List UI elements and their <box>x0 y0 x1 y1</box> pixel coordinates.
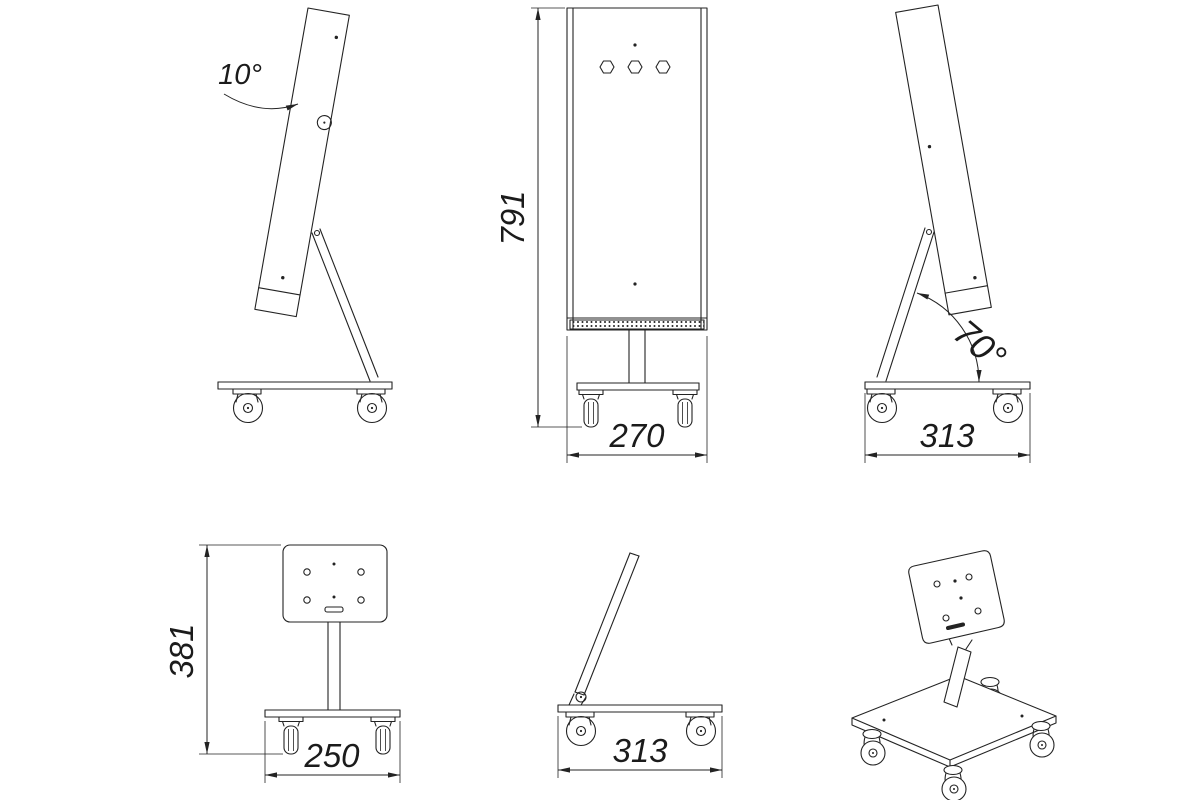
view-side-right: 70° 313 <box>864 4 1031 463</box>
base-plate-side <box>864 381 1031 390</box>
view-isometric <box>851 550 1057 800</box>
support-strut <box>876 227 935 382</box>
view-stand-rear: 381 250 <box>163 544 401 783</box>
stand-height-label: 381 <box>163 623 200 678</box>
caster-icon <box>866 388 898 424</box>
base-depth-label: 313 <box>612 732 668 769</box>
base-plate-iso <box>851 675 1057 768</box>
column-rear <box>327 621 341 711</box>
view-stand-side: 313 <box>557 552 723 778</box>
caster-icon <box>1029 720 1055 758</box>
column-front <box>628 329 646 384</box>
caster-icon <box>685 711 717 747</box>
caster-icon <box>578 389 604 428</box>
caster-icon <box>278 716 304 755</box>
tilt-angle-label: 10° <box>218 59 262 91</box>
view-side-left: 10° <box>217 7 393 424</box>
base-plate-side <box>217 381 393 390</box>
height-dimension-label: 791 <box>494 190 531 245</box>
caster-icon <box>992 388 1024 424</box>
caster-icon <box>672 389 698 428</box>
vesa-plate-side <box>568 552 640 706</box>
depth-dimension: 313 <box>864 393 1031 463</box>
base-plate-front <box>576 382 700 391</box>
base-depth-dimension: 313 <box>557 716 723 778</box>
base-width-dimension: 250 <box>264 721 401 783</box>
caster-icon <box>565 711 597 747</box>
base-plate-side <box>557 704 723 713</box>
screen-angle-label: 70° <box>946 311 1014 377</box>
depth-dimension-label: 313 <box>919 417 975 454</box>
support-strut <box>311 228 379 382</box>
caster-icon <box>370 716 396 755</box>
vesa-plate-rear <box>282 544 388 623</box>
caster-icon <box>232 388 264 424</box>
caster-icon <box>941 764 967 800</box>
width-dimension: 270 <box>566 336 708 463</box>
width-dimension-label: 270 <box>608 417 665 454</box>
stand-height-dimension: 381 <box>163 544 283 755</box>
caster-icon <box>860 728 886 766</box>
height-dimension: 791 <box>494 7 582 428</box>
display-panel-front <box>566 7 708 331</box>
view-front: 791 270 <box>494 7 708 463</box>
tilt-angle-dimension: 10° <box>218 59 299 111</box>
caster-icon <box>356 388 388 424</box>
base-plate-rear <box>264 709 401 718</box>
base-width-label: 250 <box>303 737 360 774</box>
screen-angle-dimension: 70° <box>916 292 1014 383</box>
vesa-plate-iso <box>908 550 1005 644</box>
display-panel-side <box>895 4 992 316</box>
display-panel-side <box>254 7 350 318</box>
